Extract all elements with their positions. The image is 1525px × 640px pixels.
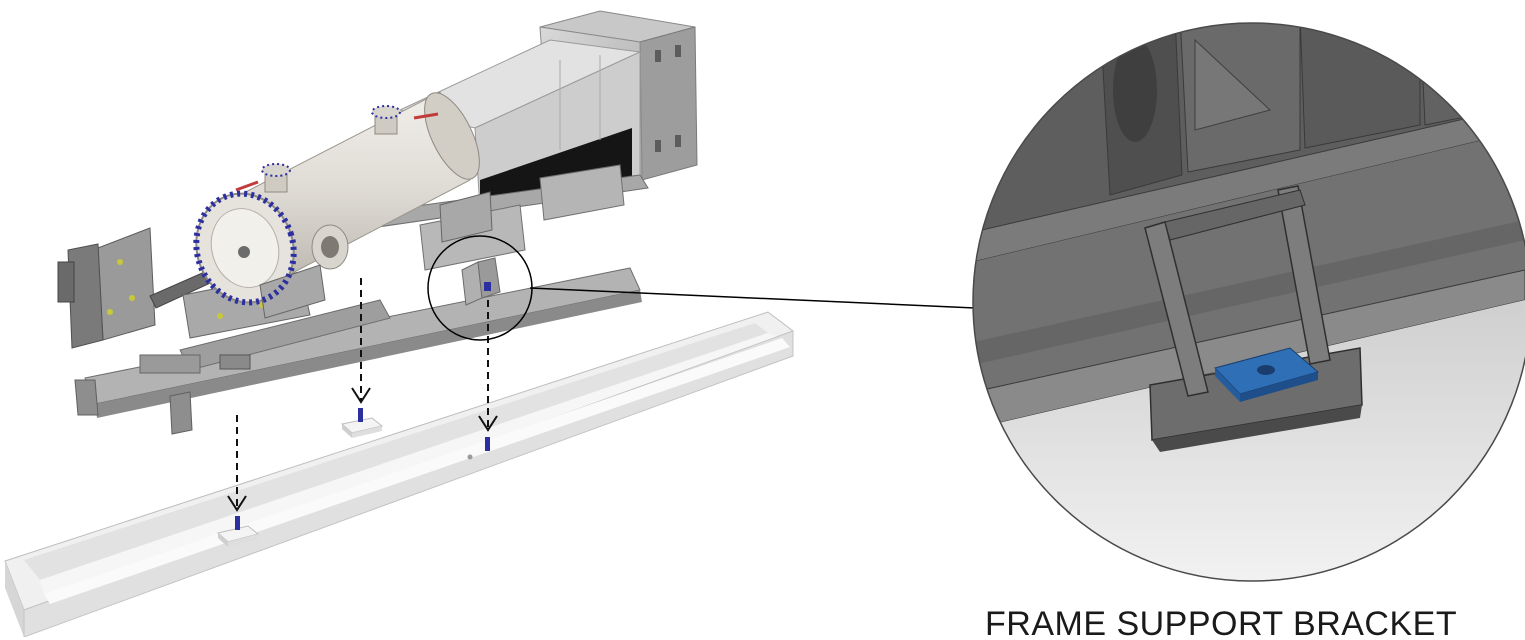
frame-support-bracket <box>461 257 501 306</box>
detail-view <box>973 23 1525 581</box>
detail-view-border <box>972 22 1525 582</box>
placement-arrow <box>351 278 371 404</box>
callout-leader-line <box>529 287 976 309</box>
base-tray <box>4 311 795 637</box>
flange-bolt-circle <box>193 190 297 306</box>
detail-caption: FRAME SUPPORT BRACKET <box>985 605 1458 640</box>
mounting-pad <box>216 516 260 547</box>
placement-arrow <box>478 300 498 432</box>
pressure-vessel <box>195 91 493 319</box>
mounting-pad <box>467 437 490 460</box>
mounting-pad <box>340 408 384 438</box>
placement-arrow <box>227 415 247 512</box>
